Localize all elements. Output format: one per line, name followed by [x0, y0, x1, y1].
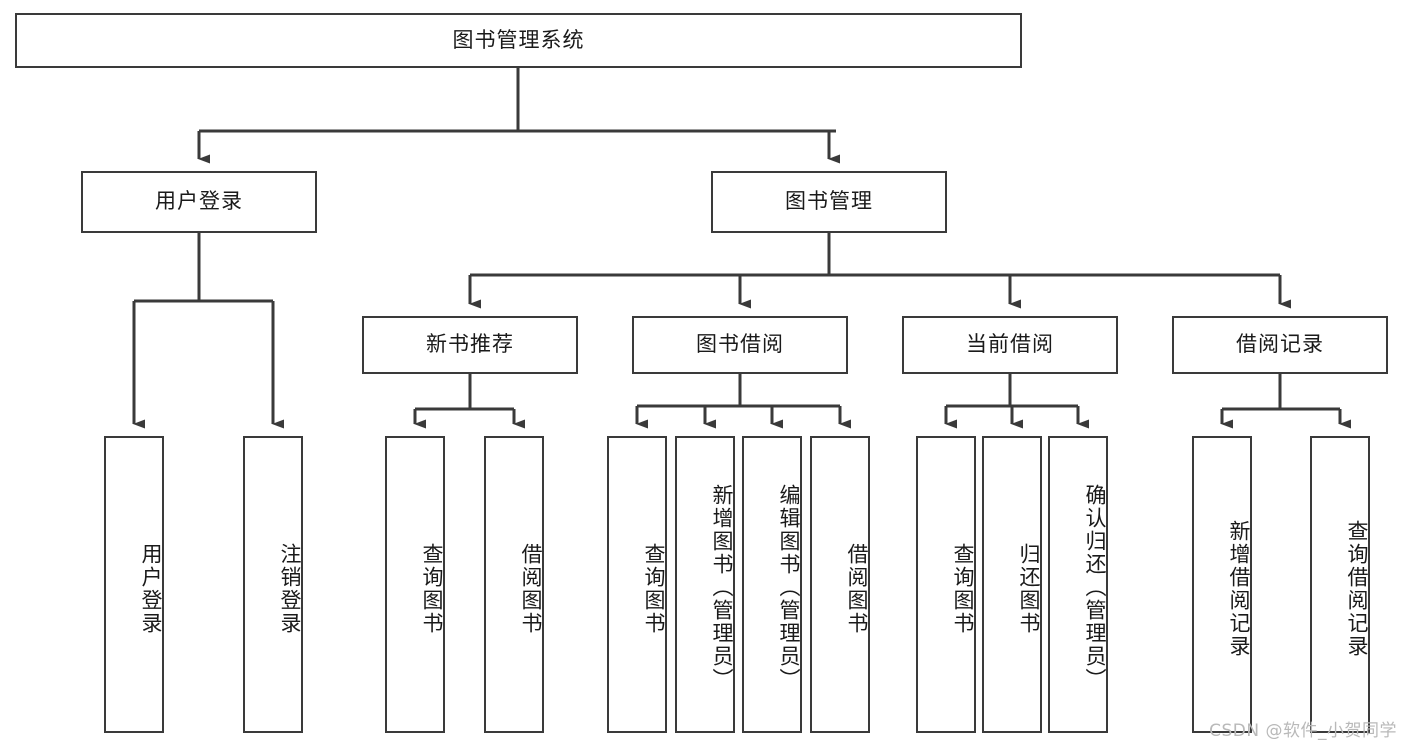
leaf-add-record[interactable]: 新增借阅记录: [1192, 436, 1252, 733]
node-current-borrow[interactable]: 当前借阅: [902, 316, 1118, 374]
node-user-login[interactable]: 用户登录: [81, 171, 317, 233]
leaf-return-book[interactable]: 归还图书: [982, 436, 1042, 733]
leaf-borrow-book-1[interactable]: 借阅图书: [484, 436, 544, 733]
leaf-user-login[interactable]: 用户登录: [104, 436, 164, 733]
node-user-login-label: 用户登录: [155, 189, 243, 214]
leaf-borrow-book-1-label: 借阅图书: [519, 542, 543, 635]
node-new-book-rec[interactable]: 新书推荐: [362, 316, 578, 374]
csdn-watermark: CSDN @软件_小贺同学: [1209, 721, 1397, 741]
node-current-borrow-label: 当前借阅: [966, 332, 1054, 357]
leaf-query-book-2[interactable]: 查询图书: [607, 436, 667, 733]
node-borrow-record[interactable]: 借阅记录: [1172, 316, 1388, 374]
leaf-query-record-label: 查询借阅记录: [1345, 519, 1369, 658]
node-root-label: 图书管理系统: [452, 27, 585, 52]
leaf-query-record[interactable]: 查询借阅记录: [1310, 436, 1370, 733]
node-book-manage-label: 图书管理: [785, 189, 873, 214]
leaf-edit-book[interactable]: 编辑图书（管理员）: [742, 436, 802, 733]
leaf-return-book-label: 归还图书: [1017, 542, 1041, 635]
leaf-edit-book-label: 编辑图书（管理员）: [777, 484, 801, 691]
leaf-query-book-3-label: 查询图书: [951, 542, 975, 635]
leaf-add-book-label: 新增图书（管理员）: [710, 484, 734, 691]
leaf-query-book-1-label: 查询图书: [420, 542, 444, 635]
node-new-book-rec-label: 新书推荐: [426, 332, 514, 357]
leaf-query-book-2-label: 查询图书: [642, 542, 666, 635]
node-book-borrow[interactable]: 图书借阅: [632, 316, 848, 374]
node-book-manage[interactable]: 图书管理: [711, 171, 947, 233]
node-borrow-record-label: 借阅记录: [1236, 332, 1324, 357]
leaf-logout[interactable]: 注销登录: [243, 436, 303, 733]
leaf-add-record-label: 新增借阅记录: [1227, 519, 1251, 658]
leaf-add-book[interactable]: 新增图书（管理员）: [675, 436, 735, 733]
leaf-query-book-3[interactable]: 查询图书: [916, 436, 976, 733]
leaf-confirm-return-label: 确认归还（管理员）: [1083, 484, 1107, 691]
node-root[interactable]: 图书管理系统: [15, 13, 1022, 68]
leaf-user-login-label: 用户登录: [139, 542, 163, 635]
leaf-logout-label: 注销登录: [278, 542, 302, 635]
leaf-confirm-return[interactable]: 确认归还（管理员）: [1048, 436, 1108, 733]
leaf-borrow-book-2[interactable]: 借阅图书: [810, 436, 870, 733]
leaf-borrow-book-2-label: 借阅图书: [845, 542, 869, 635]
leaf-query-book-1[interactable]: 查询图书: [385, 436, 445, 733]
node-book-borrow-label: 图书借阅: [696, 332, 784, 357]
